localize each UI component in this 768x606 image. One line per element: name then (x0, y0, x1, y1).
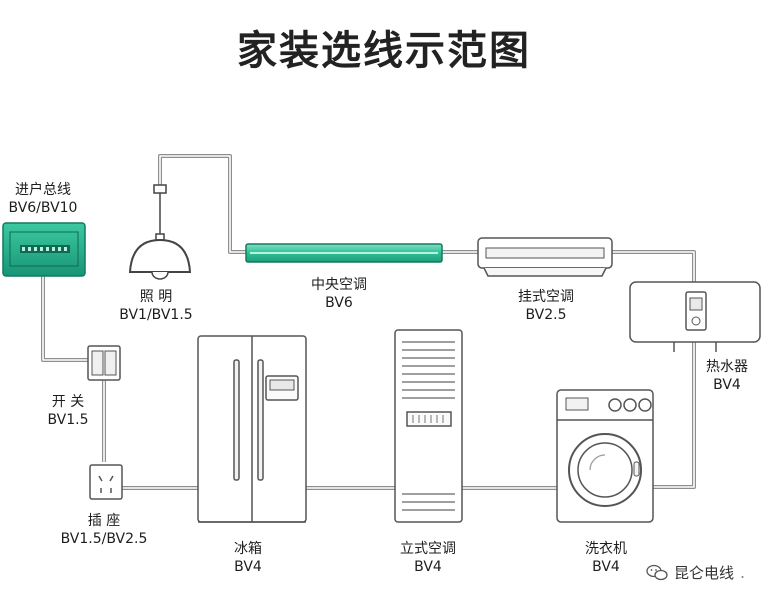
washing-machine (556, 389, 654, 523)
distribution-panel (2, 222, 86, 277)
label-lighting: 照 明 BV1/BV1.5 (119, 289, 193, 323)
water-heater (629, 281, 761, 352)
wall-socket (89, 464, 123, 500)
wires (41, 154, 696, 490)
diagram-title: 家装选线示范图 (237, 28, 531, 74)
central-ac-unit (245, 243, 443, 263)
watermark-dots: . (740, 563, 746, 582)
label-water-heater: 热水器 BV4 (706, 359, 748, 393)
label-washer: 洗衣机 BV4 (585, 541, 627, 575)
label-switch: 开 关 BV1.5 (47, 394, 89, 428)
label-fridge: 冰箱 BV4 (234, 541, 262, 575)
watermark: 昆仑电线 . (646, 562, 745, 583)
label-central-ac: 中央空调 BV6 (311, 277, 367, 311)
wire-heater-washer (650, 342, 696, 489)
wechat-icon (646, 564, 668, 580)
wall-ac-unit (477, 237, 613, 277)
label-socket: 插 座 BV1.5/BV2.5 (60, 513, 148, 547)
wire-wall-heater (612, 250, 696, 283)
watermark-text: 昆仑电线 (674, 564, 735, 582)
wire-panel-switch (41, 276, 88, 362)
floor-ac-unit (394, 329, 463, 523)
pendant-lamp-icon (128, 184, 192, 280)
light-switch (87, 345, 121, 381)
label-floor-ac: 立式空调 BV4 (400, 541, 456, 575)
label-main-line: 进户总线 BV6/BV10 (8, 182, 78, 216)
refrigerator (197, 335, 307, 523)
label-wall-ac: 挂式空调 BV2.5 (518, 289, 574, 323)
wire-lamp-loop (158, 154, 250, 254)
